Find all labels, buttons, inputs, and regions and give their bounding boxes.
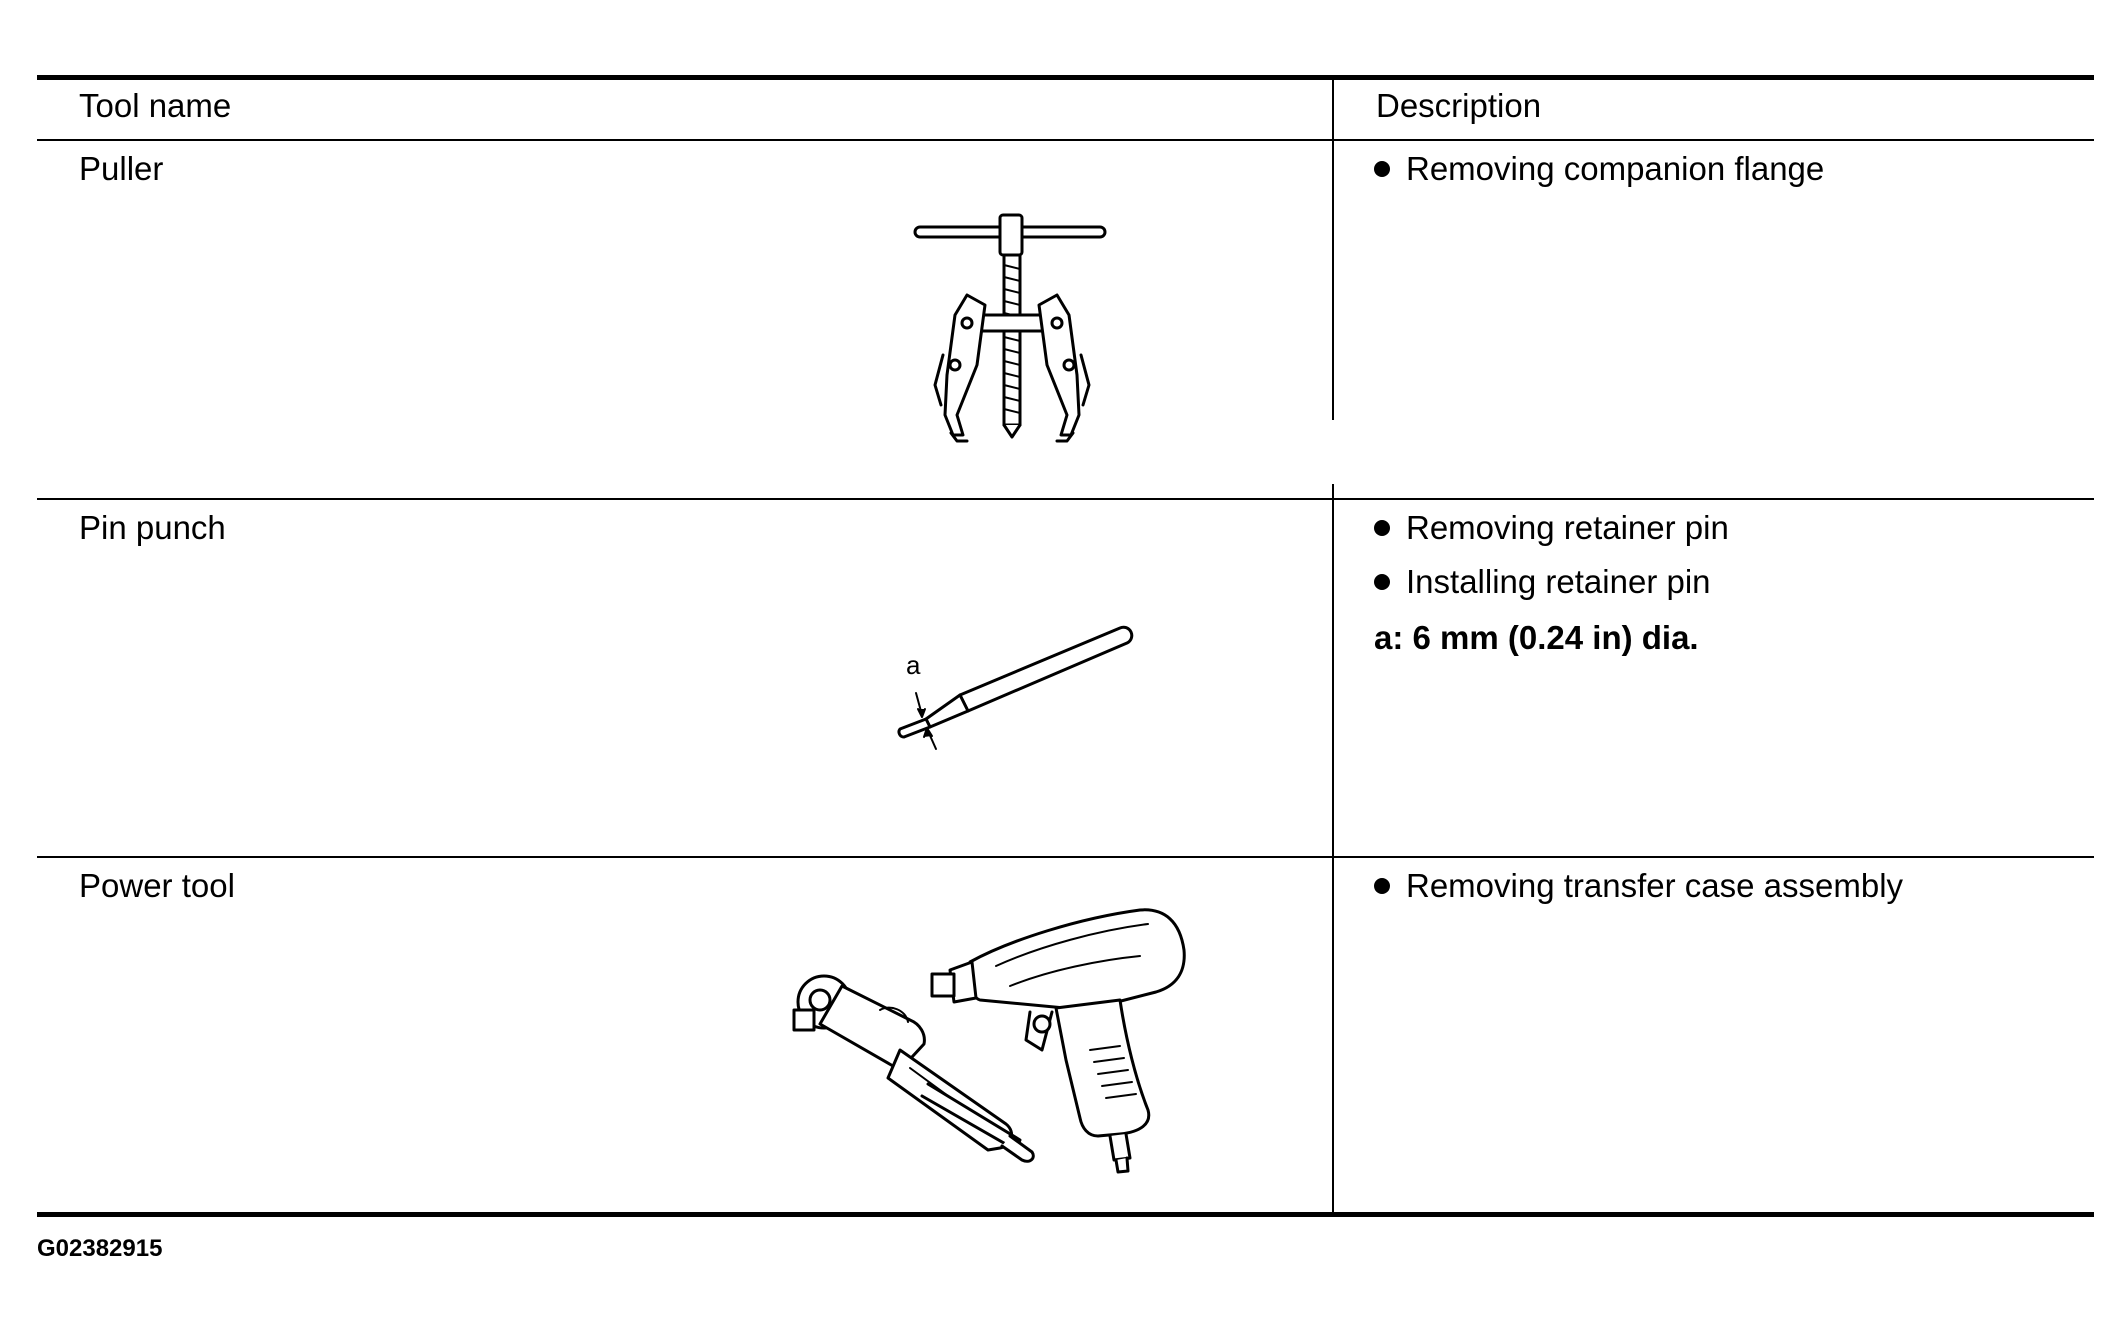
pin-punch-diameter-note: a: 6 mm (0.24 in) dia.: [1374, 619, 1699, 656]
pin-punch-callout-label: a: [906, 650, 921, 680]
bullet-text: Removing retainer pin: [1406, 509, 1729, 546]
description-bullet: Removing transfer case assembly: [1372, 866, 1903, 906]
bullet-text: Installing retainer pin: [1406, 563, 1711, 600]
bullet-dot: [1374, 878, 1390, 894]
description-bullet: Removing companion flange: [1372, 149, 1824, 189]
table-top-rule: [37, 75, 2094, 80]
bullet-text: Removing companion flange: [1406, 150, 1825, 187]
table-bottom-rule: [37, 1212, 2094, 1217]
figure-code: G02382915: [37, 1235, 163, 1262]
power-tool-icon: [780, 900, 1210, 1175]
header-description: Description: [1376, 87, 1542, 124]
row-divider-2: [37, 856, 2094, 858]
pin-punch-icon: [880, 615, 1140, 755]
description-bullet: Removing retainer pin: [1372, 508, 1729, 548]
bullet-dot: [1374, 520, 1390, 536]
header-tool-name: Tool name: [79, 87, 232, 124]
description-bullet: Installing retainer pin: [1372, 562, 1711, 602]
tool-name-pin-punch: Pin punch: [79, 509, 226, 546]
bullet-dot: [1374, 161, 1390, 177]
bullet-dot: [1374, 574, 1390, 590]
column-divider-a: [1332, 78, 1334, 420]
tool-name-power-tool: Power tool: [79, 867, 235, 904]
puller-icon: [905, 205, 1125, 445]
row-divider-1: [37, 498, 2094, 500]
bullet-text: Removing transfer case assembly: [1406, 867, 1904, 904]
header-divider: [37, 139, 2094, 141]
column-divider-b: [1332, 484, 1334, 1214]
tool-name-puller: Puller: [79, 150, 164, 187]
